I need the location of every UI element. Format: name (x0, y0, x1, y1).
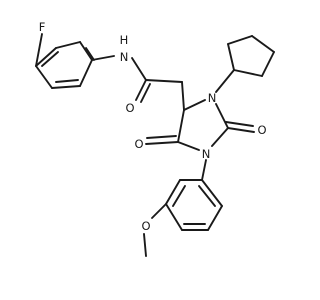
bond-c5-o (145, 141, 179, 145)
bond-c5-o-double (146, 135, 177, 139)
fluorine-atom-label: F (39, 20, 46, 34)
bond-c-f (35, 33, 43, 67)
carbonyl-oxygen-c5-label: O (134, 137, 143, 151)
carbonyl-oxygen-c2-label: O (257, 123, 266, 137)
ring-nitrogen-n3-label: N (208, 91, 217, 105)
methoxyphenyl-ring (165, 159, 223, 231)
molecule-structure: F N H O N N O O O (35, 20, 275, 257)
methoxy-group (143, 203, 167, 257)
bond-c2-o (227, 127, 255, 133)
amide-linker (91, 55, 185, 111)
amide-oxygen-label: O (125, 101, 134, 115)
bond-c2-o-double (225, 121, 254, 127)
cyclopentyl-ring (215, 35, 275, 93)
ring-nitrogen-n1-label: N (202, 147, 211, 161)
amide-hydrogen-label: H (120, 33, 129, 47)
fluorophenyl-ring (35, 41, 95, 89)
imidazolidine-ring (177, 99, 229, 151)
amide-nitrogen-label: N (120, 50, 129, 64)
ether-oxygen-label: O (141, 219, 150, 233)
